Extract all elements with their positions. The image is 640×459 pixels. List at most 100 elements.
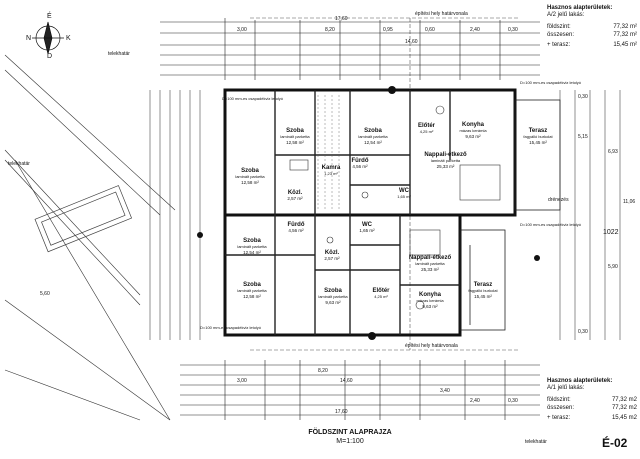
- room-bottom-9-name: Terasz: [473, 282, 493, 288]
- area-bottom-l3: + terasz:: [547, 414, 571, 421]
- area-top-heading: Hasznos alapterületek:: [547, 5, 613, 11]
- boundary-label-bottom: építési hely határvonala: [405, 343, 458, 349]
- room-top-8-area: 25,33 m²: [436, 164, 455, 169]
- drainage-label: drénezés: [548, 197, 569, 203]
- dimension-lines-left: [149, 90, 201, 340]
- room-bottom-4: Nappali-étkező laminált parketta 25,33 m…: [402, 255, 458, 273]
- dim-1760-bottom: 17,60: [335, 409, 348, 415]
- area-top-l2: összesen:: [547, 31, 575, 38]
- compass-e-label: É: [47, 13, 52, 20]
- drain-pipe-label-4: D=100 mm-es csapadékviz letolyó: [200, 325, 262, 330]
- room-bottom-7-name: Előtér: [372, 288, 390, 294]
- room-top-1: Szoba laminált parketta 12,54 m²: [355, 128, 391, 146]
- compass-k-label: K: [66, 35, 71, 42]
- room-bottom-0-name: Szoba: [243, 238, 261, 244]
- sheet-number: É-02: [602, 436, 628, 450]
- drawing-title: FÖLDSZINT ALAPRAJZA M=1:100: [270, 428, 430, 446]
- room-top-4-name: Szoba: [241, 168, 259, 174]
- area-top-l1: földszint:: [547, 24, 571, 31]
- room-top-0: Szoba laminált parketta 12,58 m²: [277, 128, 313, 146]
- area-top-v3: 15,45 m²: [613, 41, 637, 48]
- dim-right-3: 11,06: [623, 199, 636, 205]
- room-bottom-2-name: Közl.: [324, 250, 340, 256]
- area-bottom-unit: A/1 jelű lakás:: [547, 385, 585, 392]
- dim-bottom-4: 2,40: [470, 398, 480, 404]
- compass-n-label: N: [26, 35, 32, 42]
- telekhatar-label-left: telekhatár: [108, 51, 130, 57]
- area-bottom-heading: Hasznos alapterületek:: [547, 378, 613, 384]
- room-top-2-floor: mázas kerámia: [459, 128, 487, 133]
- room-bottom-3: WC 1,65 m²: [352, 222, 382, 234]
- dim-bottom-1: 8,20: [318, 368, 328, 374]
- room-top-5-area: 2,57 m²: [287, 196, 303, 201]
- compass-d-label: D: [47, 53, 53, 60]
- room-bottom-2: Közl. 2,57 m²: [316, 250, 348, 262]
- dimension-lines-bottom: [180, 364, 540, 416]
- dim-bottom-5: 0,30: [508, 398, 518, 404]
- room-bottom-9: Terasz fagyálló burkolat 15,45 m²: [462, 282, 504, 300]
- room-bottom-8-name: Konyha: [418, 292, 441, 298]
- room-top-2: Konyha mázas kerámia 9,63 m²: [455, 122, 491, 140]
- area-panel-bottom: Hasznos alapterületek: A/1 jelű lakás: f…: [547, 378, 637, 422]
- room-bottom-0: Szoba laminált parketta 12,54 m²: [232, 238, 272, 256]
- room-bottom-8: Konyha mázas kerámia 9,63 m²: [410, 292, 450, 310]
- room-top-10: Kamra 1,23 m²: [316, 165, 346, 177]
- room-top-4: Szoba laminált parketta 12,58 m²: [230, 168, 270, 186]
- scale-text: M=1:100: [336, 438, 364, 445]
- room-top-5-name: Közl.: [287, 190, 303, 196]
- room-top-6-area: 4,56 m²: [352, 164, 368, 169]
- room-bottom-0-floor: laminált parketta: [237, 244, 267, 249]
- dim-top-1: 8,20: [325, 27, 335, 33]
- room-top-2-area: 9,63 m²: [465, 134, 481, 139]
- room-bottom-1-name: Fürdő: [287, 222, 305, 228]
- dim-right-2: 6,93: [608, 149, 618, 155]
- area-bottom-v1: 77,32 m2: [611, 397, 637, 404]
- dim-right-4: 5,90: [608, 264, 618, 270]
- dimension-ticks-bottom: [224, 360, 506, 420]
- dim-1022: 1022: [603, 229, 619, 236]
- dim-top-4: 2,40: [470, 27, 480, 33]
- room-top-9-area: 4,25 m²: [419, 129, 434, 134]
- dim-top-0: 3,00: [237, 27, 247, 33]
- room-top-7-area: 1,65 m²: [397, 194, 411, 199]
- boundary-label-top: építési hely határvonala: [415, 11, 468, 17]
- dim-560: 5,60: [40, 291, 50, 297]
- dim-right-1: 5,15: [578, 134, 588, 140]
- dim-right-5: 0,30: [578, 329, 588, 335]
- area-top-v2: 77,32 m²: [613, 31, 637, 38]
- dim-right-0: 0,30: [578, 94, 588, 100]
- drain-pipe-label-1: D=100 mm-es csapadékviz letolyó: [222, 96, 284, 101]
- room-bottom-6-name: Szoba: [324, 288, 342, 294]
- room-bottom-9-floor: fagyálló burkolat: [468, 288, 498, 293]
- dim-top-3: 0,60: [425, 27, 435, 33]
- room-top-7-name: WC: [399, 188, 409, 194]
- room-top-8-name: Nappali-étkező: [424, 152, 467, 158]
- room-top-3-floor: fagyálló burkolat: [523, 134, 553, 139]
- room-bottom-7: Előtér 4,25 m²: [368, 288, 394, 300]
- dim-bottom-0: 3,00: [237, 378, 247, 384]
- room-bottom-8-floor: mázas kerámia: [416, 298, 444, 303]
- title-text: FÖLDSZINT ALAPRAJZA: [308, 429, 392, 436]
- room-bottom-6: Szoba laminált parketta 9,63 m²: [318, 288, 348, 306]
- room-top-0-floor: laminált parketta: [280, 134, 310, 139]
- dim-1760-top: 17,60: [335, 16, 348, 22]
- room-top-4-area: 12,58 m²: [241, 180, 259, 185]
- room-top-3-area: 15,45 m²: [529, 140, 547, 145]
- room-bottom-1: Fürdő 4,56 m²: [280, 222, 312, 234]
- area-bottom-l2: összesen:: [547, 404, 575, 411]
- room-top-4-floor: laminált parketta: [235, 174, 265, 179]
- plot-lines: [4, 54, 176, 421]
- dimension-ticks-top: [224, 18, 501, 80]
- area-bottom-v2: 77,32 m2: [611, 404, 637, 411]
- room-bottom-6-area: 9,63 m²: [325, 300, 341, 305]
- dim-1460: 14,60: [405, 39, 418, 45]
- room-top-2-name: Konyha: [461, 122, 484, 128]
- room-bottom-8-area: 9,63 m²: [422, 304, 438, 309]
- room-top-1-floor: laminált parketta: [358, 134, 388, 139]
- dim-bottom-2: 14,60: [340, 378, 353, 384]
- room-top-9-name: Előtér: [417, 123, 435, 129]
- room-bottom-5-floor: laminált parketta: [237, 288, 267, 293]
- room-top-8-floor: laminált parketta: [430, 158, 461, 163]
- interior-walls: [225, 90, 460, 335]
- room-bottom-9-area: 15,45 m²: [474, 294, 492, 299]
